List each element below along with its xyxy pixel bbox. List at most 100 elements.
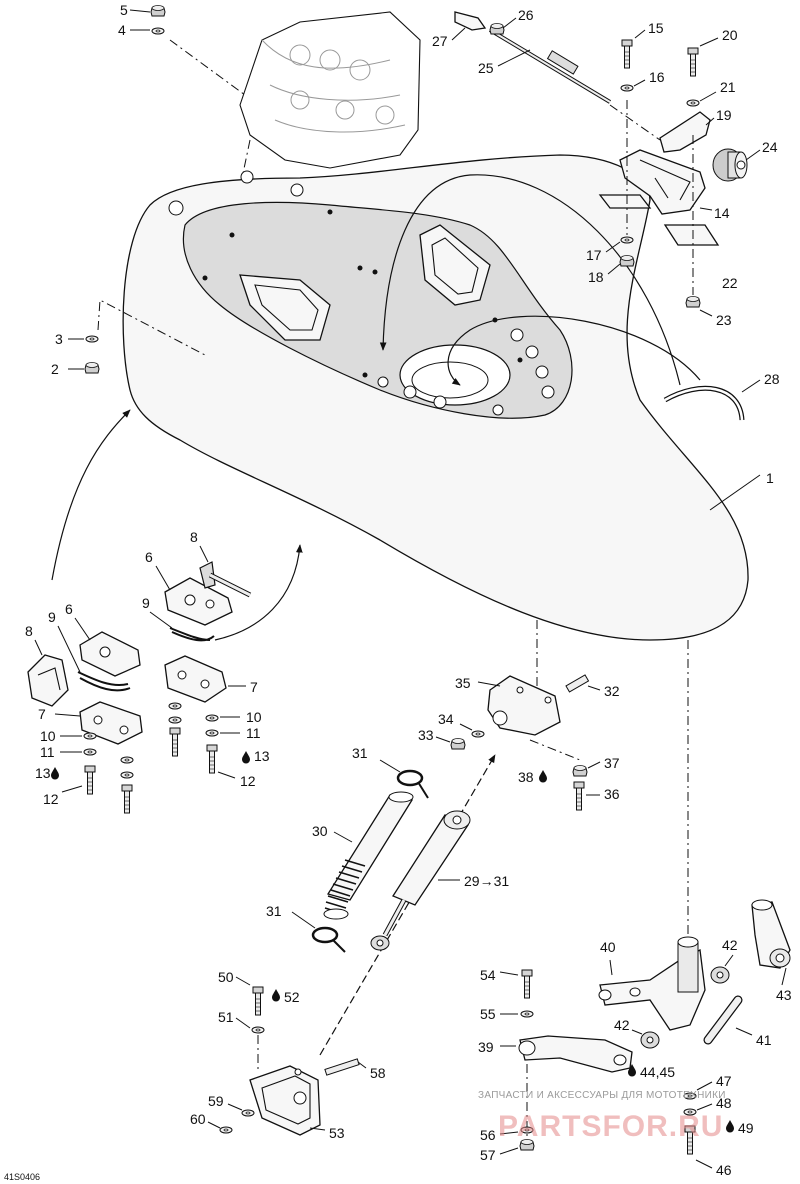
callout-46: 46 <box>716 1162 732 1178</box>
washer-11-right <box>205 729 219 737</box>
callout-9-upper: 9 <box>142 595 150 611</box>
callout-27: 27 <box>432 33 448 49</box>
washer-small-a <box>168 702 182 710</box>
callout-14: 14 <box>714 205 730 221</box>
figure-code: 41S0406 <box>4 1172 40 1182</box>
washer-10-right <box>205 714 219 722</box>
callout-34: 34 <box>438 711 454 727</box>
callout-48: 48 <box>716 1095 732 1111</box>
callout-8-upper: 8 <box>190 529 198 545</box>
callout-60: 60 <box>190 1111 206 1127</box>
nut-23 <box>685 296 701 308</box>
washer-51 <box>251 1026 265 1034</box>
cable-25 <box>488 28 612 104</box>
callout-11-left: 11 <box>40 744 55 760</box>
nut-5 <box>150 5 166 17</box>
bracket-6-left <box>79 631 141 677</box>
washer-16 <box>620 84 634 92</box>
callout-15: 15 <box>648 20 664 36</box>
callout-5: 5 <box>120 2 128 18</box>
callout-43: 43 <box>776 987 792 1003</box>
callout-51: 51 <box>218 1009 234 1025</box>
callout-55: 55 <box>480 1006 496 1022</box>
spring-9-left <box>77 671 131 692</box>
washer-21 <box>686 99 700 107</box>
bolt-54 <box>521 969 533 999</box>
washer-59 <box>241 1109 255 1117</box>
body-part-1 <box>122 154 749 641</box>
arm-40 <box>598 936 706 1031</box>
callout-53: 53 <box>329 1125 345 1141</box>
callout-17: 17 <box>586 247 602 263</box>
bushing-42-upper <box>710 966 730 984</box>
callout-41: 41 <box>756 1032 772 1048</box>
clamp-31-lower <box>311 926 346 953</box>
bracket-19 <box>659 111 711 153</box>
arm-39 <box>518 1035 633 1073</box>
callout-37: 37 <box>604 755 620 771</box>
callout-13-left: 13 <box>35 765 51 781</box>
bracket-14 <box>598 149 720 246</box>
nut-26 <box>489 23 505 35</box>
nut-18 <box>619 255 635 267</box>
callout-58: 58 <box>370 1065 386 1081</box>
washer-4 <box>151 27 165 35</box>
bolt-12-left <box>84 765 96 795</box>
callout-1: 1 <box>766 470 774 486</box>
callout-39: 39 <box>478 1039 494 1055</box>
boot-30 <box>323 791 414 920</box>
callout-50: 50 <box>218 969 234 985</box>
washer-34 <box>471 730 485 738</box>
nut-33 <box>450 738 466 750</box>
drop-icon-13-right <box>242 751 250 764</box>
callout-54: 54 <box>480 967 496 983</box>
drop-icon-38 <box>539 770 547 783</box>
callout-35: 35 <box>455 675 471 691</box>
bolt-50 <box>252 986 264 1016</box>
stud-8-upper <box>199 561 252 598</box>
callout-18: 18 <box>588 269 604 285</box>
bolt-20 <box>687 47 699 77</box>
clamp-31-upper <box>396 769 429 799</box>
callout-8-left: 8 <box>25 623 33 639</box>
bracket-53 <box>249 1065 321 1136</box>
nut-37 <box>572 765 588 777</box>
washer-left-c <box>120 771 134 779</box>
washer-60 <box>219 1126 233 1134</box>
callout-29: 29→31 <box>464 873 509 889</box>
pin-58 <box>324 1058 360 1076</box>
nut-2 <box>84 362 100 374</box>
drop-icon-52 <box>272 989 280 1002</box>
bracket-6-upper <box>164 577 233 626</box>
bolt-36 <box>573 781 585 811</box>
clip-27 <box>454 11 487 31</box>
bushing-42-lower <box>640 1031 660 1049</box>
bolt-left-b <box>121 784 133 814</box>
callout-19: 19 <box>716 107 732 123</box>
callout-4: 4 <box>118 22 126 38</box>
callout-12-left: 12 <box>43 791 59 807</box>
washer-small-b <box>168 716 182 724</box>
watermark-brand: PARTSFOR.RU <box>498 1110 723 1143</box>
bracket-7-left <box>79 701 143 745</box>
callout-23: 23 <box>716 312 732 328</box>
shaft-41 <box>703 995 743 1045</box>
callout-10-left: 10 <box>40 728 56 744</box>
callout-24: 24 <box>762 139 778 155</box>
callout-44: 44,45 <box>640 1064 675 1080</box>
callout-52: 52 <box>284 989 300 1005</box>
bushing-24 <box>712 148 748 182</box>
callout-59: 59 <box>208 1093 224 1109</box>
washer-17 <box>620 236 634 244</box>
callout-30: 30 <box>312 823 328 839</box>
callout-6-upper: 6 <box>145 549 153 565</box>
spring-9-upper <box>169 627 215 642</box>
bracket-7-right <box>164 655 227 703</box>
callout-42-upper: 42 <box>722 937 738 953</box>
pin-32 <box>565 674 590 693</box>
washer-11-left <box>83 748 97 756</box>
bracket-35 <box>487 675 561 736</box>
callout-7-right: 7 <box>250 679 258 695</box>
stud-8-left <box>27 654 69 707</box>
drop-icon-13-left <box>51 767 59 780</box>
